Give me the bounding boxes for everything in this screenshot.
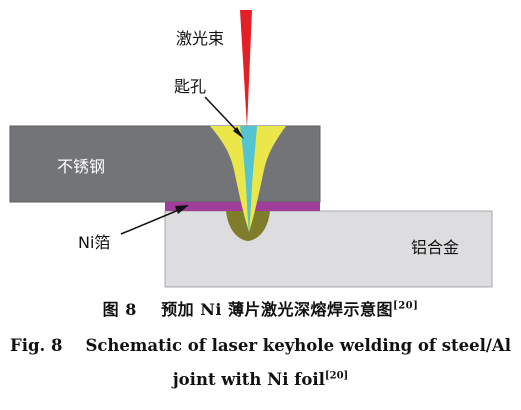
caption-cn-ref: [20] — [392, 300, 419, 312]
ni-foil-arrowhead — [175, 205, 189, 214]
ni-foil-arrow — [120, 208, 182, 235]
caption-cn-text: 预加 Ni 薄片激光深熔焊示意图 — [161, 300, 393, 319]
laser-beam — [240, 10, 252, 128]
aluminum-plate — [164, 210, 493, 288]
keyhole-label: 匙孔 — [174, 77, 206, 96]
keyhole-arrowhead — [233, 127, 244, 139]
keyhole-channel — [240, 126, 257, 234]
aluminum-label: 铝合金 — [411, 238, 459, 257]
caption-cn-number: 图 8 — [102, 300, 137, 319]
keyhole-arrow — [204, 96, 242, 136]
caption-en-line2-text: joint with Ni foil — [172, 370, 325, 389]
laser-label: 激光束 — [176, 29, 224, 48]
steel-label: 不锈钢 — [57, 157, 105, 176]
ni-foil-label: Ni箔 — [78, 233, 110, 252]
caption-en-line1-text: Fig. 8 Schematic of laser keyhole weldin… — [10, 336, 511, 355]
caption-en-ref: [20] — [324, 370, 349, 382]
caption-chinese: 图 8 预加 Ni 薄片激光深熔焊示意图[20] — [0, 296, 521, 320]
caption-english-line1: Fig. 8 Schematic of laser keyhole weldin… — [0, 336, 521, 355]
caption-english-line2: joint with Ni foil[20] — [0, 370, 521, 389]
laser-welding-diagram: 激光束 匙孔 不锈钢 Ni箔 铝合金 — [9, 10, 493, 288]
